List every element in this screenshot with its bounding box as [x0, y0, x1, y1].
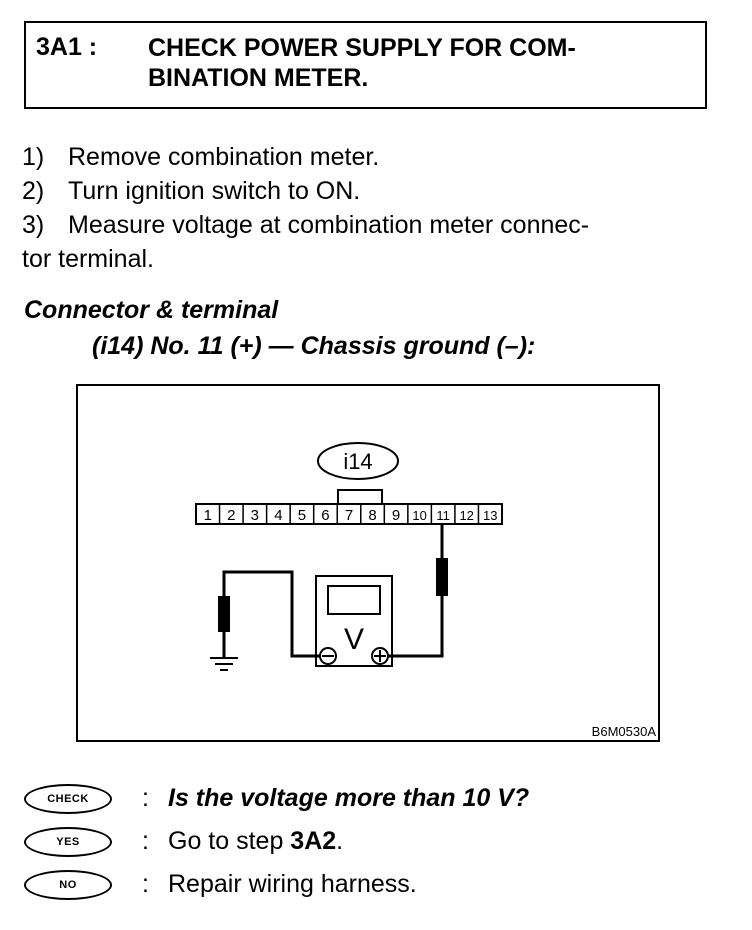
yes-text: Go to step	[168, 827, 291, 855]
connector-pin-4: 4	[274, 507, 282, 524]
connector-pin-8: 8	[368, 507, 376, 524]
connector-pin-2: 2	[227, 507, 235, 524]
connector-spec: Connector & terminal (i14) No. 11 (+) — …	[24, 292, 535, 364]
check-question: Is the voltage more than 10 V?	[168, 784, 530, 812]
connector-pin-10: 10	[412, 508, 426, 523]
positive-probe	[436, 558, 448, 596]
connector-label: i14	[343, 449, 372, 474]
procedure-step: 3) Measure voltage at combination meter c…	[22, 208, 589, 242]
connector-pin-3: 3	[251, 507, 259, 524]
connector-detail: (i14) No. 11 (+) — Chassis ground (–):	[92, 332, 536, 360]
step-number: 3A1 :	[36, 33, 98, 61]
voltmeter-icon	[315, 575, 393, 667]
yes-badge: YES	[24, 827, 112, 857]
step-index: 2)	[22, 177, 45, 205]
connector-heading: Connector & terminal	[24, 296, 279, 324]
connector-pin-13: 13	[483, 508, 497, 523]
connector-pin-9: 9	[392, 507, 400, 524]
step-index: 3)	[22, 211, 45, 239]
negative-probe	[218, 596, 230, 632]
negative-lead-cable	[222, 570, 320, 658]
voltmeter-symbol: V	[344, 623, 364, 656]
no-action: Repair wiring harness.	[168, 870, 417, 898]
yes-colon: :	[142, 827, 149, 855]
step-text: Turn ignition switch to ON.	[68, 177, 361, 205]
no-colon: :	[142, 870, 149, 898]
no-badge: NO	[24, 870, 112, 900]
procedure-step: 1) Remove combination meter.	[22, 140, 589, 174]
connector-body	[195, 503, 503, 525]
check-colon: :	[142, 784, 149, 812]
procedure-steps: 1) Remove combination meter. 2) Turn ignit…	[22, 140, 589, 276]
step-title: CHECK POWER SUPPLY FOR COM- BINATION MET…	[148, 33, 576, 93]
connector-label-oval	[317, 442, 399, 480]
step-text: Remove combination meter.	[68, 143, 380, 171]
step-index: 1)	[22, 143, 45, 171]
step-text: Measure voltage at combination meter con…	[68, 211, 590, 239]
procedure-step-continued: tor terminal.	[22, 242, 589, 276]
connector-pin-12: 12	[459, 508, 473, 523]
connector-pin-6: 6	[321, 507, 329, 524]
step-text: tor terminal.	[22, 245, 154, 273]
step-title-line-1: CHECK POWER SUPPLY FOR COM-	[148, 34, 576, 62]
connector-pin-7: 7	[345, 507, 353, 524]
yes-end: .	[336, 827, 344, 855]
step-header: 3A1 : CHECK POWER SUPPLY FOR COM- BINATI…	[24, 21, 707, 109]
connector-pin-1: 1	[204, 507, 212, 524]
positive-lead-cable	[382, 596, 444, 658]
step-title-line-2: BINATION METER.	[148, 64, 369, 92]
voltmeter-display	[327, 585, 381, 615]
procedure-step: 2) Turn ignition switch to ON.	[22, 174, 589, 208]
figure-code: B6M0530A	[592, 724, 657, 739]
check-badge: CHECK	[24, 784, 112, 814]
yes-action: Go to step 3A2.	[168, 827, 343, 856]
yes-step-ref[interactable]: 3A2	[290, 827, 337, 855]
connector-pin-11: 11	[436, 508, 450, 523]
connector-latch	[337, 489, 383, 505]
connector-pin-5: 5	[298, 507, 306, 524]
